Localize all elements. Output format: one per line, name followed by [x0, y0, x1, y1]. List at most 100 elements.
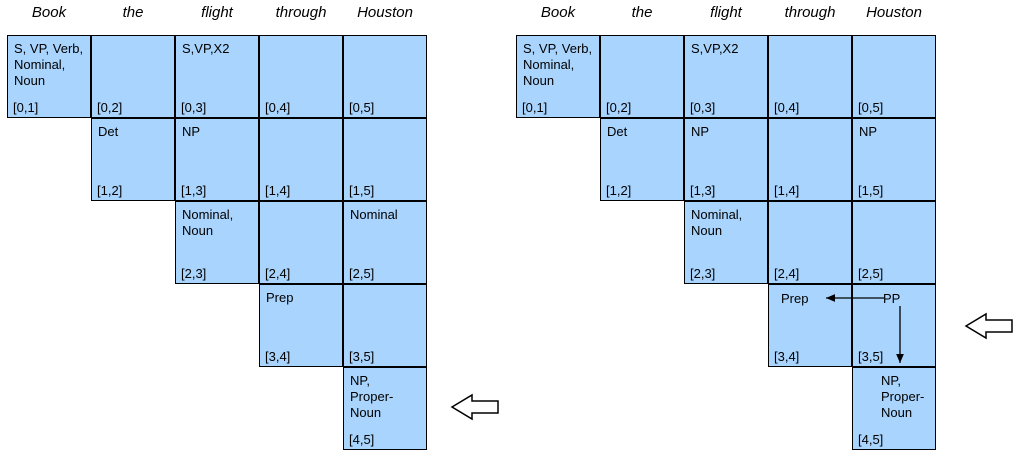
chart-cell: S,VP,X2 [0,3] [684, 35, 768, 118]
column-header: Houston [866, 4, 922, 21]
cell-label-line: Nominal, [14, 57, 66, 72]
cell-label-line: S,VP,X2 [182, 41, 230, 56]
cell-index: [0,1] [13, 100, 39, 115]
cell-index: [2,5] [858, 266, 884, 281]
cell-label-line: S,VP,X2 [691, 41, 739, 56]
cell-index: [2,4] [265, 266, 291, 281]
chart-cell: S, VP, Verb,Nominal,Noun [0,1] [516, 35, 600, 118]
cell-index: [2,3] [690, 266, 716, 281]
cell-index: [1,2] [97, 183, 123, 198]
cell-label-line: NP [691, 124, 710, 139]
cell-index: [0,5] [349, 100, 375, 115]
cell-label: Det [98, 124, 118, 140]
cell-index: [0,5] [858, 100, 884, 115]
cell-label: PP [883, 291, 900, 307]
cell-label-line: PP [883, 291, 901, 306]
cell-index: [4,5] [858, 432, 884, 447]
cell-label-line: Noun [350, 405, 382, 420]
chart-cell: [1,4] [259, 118, 343, 201]
chart-cell: [1,4] [768, 118, 852, 201]
chart-cell: [1,5] [343, 118, 427, 201]
chart-cell: NP [1,5] [852, 118, 936, 201]
cell-index: [3,5] [349, 349, 375, 364]
left-pointer-arrow-icon [450, 393, 499, 421]
cell-label-line: Prep [781, 291, 809, 306]
chart-cell: Nominal,Noun [2,3] [175, 201, 259, 284]
cell-index: [1,2] [606, 183, 632, 198]
cell-index: [0,4] [265, 100, 291, 115]
cell-index: [1,5] [349, 183, 375, 198]
cell-label: S, VP, Verb,Nominal,Noun [523, 41, 592, 89]
cell-label-line: NP [182, 124, 201, 139]
column-header: flight [710, 4, 742, 21]
cell-label: NP [182, 124, 200, 140]
cell-index: [1,3] [690, 183, 716, 198]
cell-label: Nominal,Noun [691, 207, 742, 239]
chart-cell: [0,5] [852, 35, 936, 118]
cell-label-line: Noun [881, 405, 913, 420]
cell-label: NP,Proper-Noun [881, 373, 924, 421]
cell-label: NP [691, 124, 709, 140]
cell-label-line: NP [859, 124, 878, 139]
chart-cell: [0,4] [259, 35, 343, 118]
cell-label-line: Nominal, [523, 57, 575, 72]
cell-label-line: Det [607, 124, 628, 139]
chart-cell: [0,2] [91, 35, 175, 118]
cell-index: [1,5] [858, 183, 884, 198]
cell-index: [3,5] [858, 349, 884, 364]
cell-index: [0,4] [774, 100, 800, 115]
cell-label-line: Nominal, [691, 207, 743, 222]
cell-label-line: Noun [523, 73, 555, 88]
cell-label: Nominal,Noun [182, 207, 233, 239]
cell-label: S, VP, Verb,Nominal,Noun [14, 41, 83, 89]
column-header: flight [201, 4, 233, 21]
cell-label-line: Noun [691, 223, 723, 238]
cell-label: S,VP,X2 [182, 41, 229, 57]
cell-index: [4,5] [349, 432, 375, 447]
cell-index: [0,2] [97, 100, 123, 115]
cell-index: [2,3] [181, 266, 207, 281]
cell-label-line: S, VP, Verb, [14, 41, 84, 56]
cell-label: Prep [266, 290, 293, 306]
cell-label-line: Proper- [350, 389, 394, 404]
column-header: the [631, 4, 653, 21]
cell-label: Det [607, 124, 627, 140]
cell-index: [2,4] [774, 266, 800, 281]
chart-cell: NP [1,3] [175, 118, 259, 201]
column-header: Book [540, 4, 576, 21]
cell-label: NP [859, 124, 877, 140]
column-header: through [275, 4, 327, 21]
chart-cell: NP,Proper-Noun [4,5] [852, 367, 936, 450]
chart-cell: Nominal,Noun [2,3] [684, 201, 768, 284]
cell-label: NP,Proper-Noun [350, 373, 393, 421]
cell-index: [2,5] [349, 266, 375, 281]
right-pointer-arrow-icon [964, 312, 1013, 340]
cell-label-line: Noun [14, 73, 46, 88]
chart-cell: [0,2] [600, 35, 684, 118]
cell-index: [0,1] [522, 100, 548, 115]
cell-index: [3,4] [774, 349, 800, 364]
cell-label: S,VP,X2 [691, 41, 738, 57]
chart-cell: NP,Proper-Noun [4,5] [343, 367, 427, 450]
cell-index: [0,2] [606, 100, 632, 115]
chart-cell: Nominal [2,5] [343, 201, 427, 284]
cell-label-line: S, VP, Verb, [523, 41, 593, 56]
column-header: Book [31, 4, 67, 21]
chart-cell: [0,4] [768, 35, 852, 118]
cell-label: Nominal [350, 207, 398, 223]
column-header: Houston [357, 4, 413, 21]
chart-cell: [2,4] [768, 201, 852, 284]
chart-cell: Det [1,2] [600, 118, 684, 201]
cell-label-line: NP, [881, 373, 901, 388]
chart-cell: S, VP, Verb,Nominal,Noun [0,1] [7, 35, 91, 118]
cell-index: [1,4] [774, 183, 800, 198]
cell-index: [1,3] [181, 183, 207, 198]
cell-index: [3,4] [265, 349, 291, 364]
column-header: through [784, 4, 836, 21]
chart-cell: [2,5] [852, 201, 936, 284]
cell-label-line: Noun [182, 223, 214, 238]
chart-cell: Prep [3,4] [259, 284, 343, 367]
cell-index: [0,3] [690, 100, 716, 115]
cell-label-line: Nominal [350, 207, 398, 222]
